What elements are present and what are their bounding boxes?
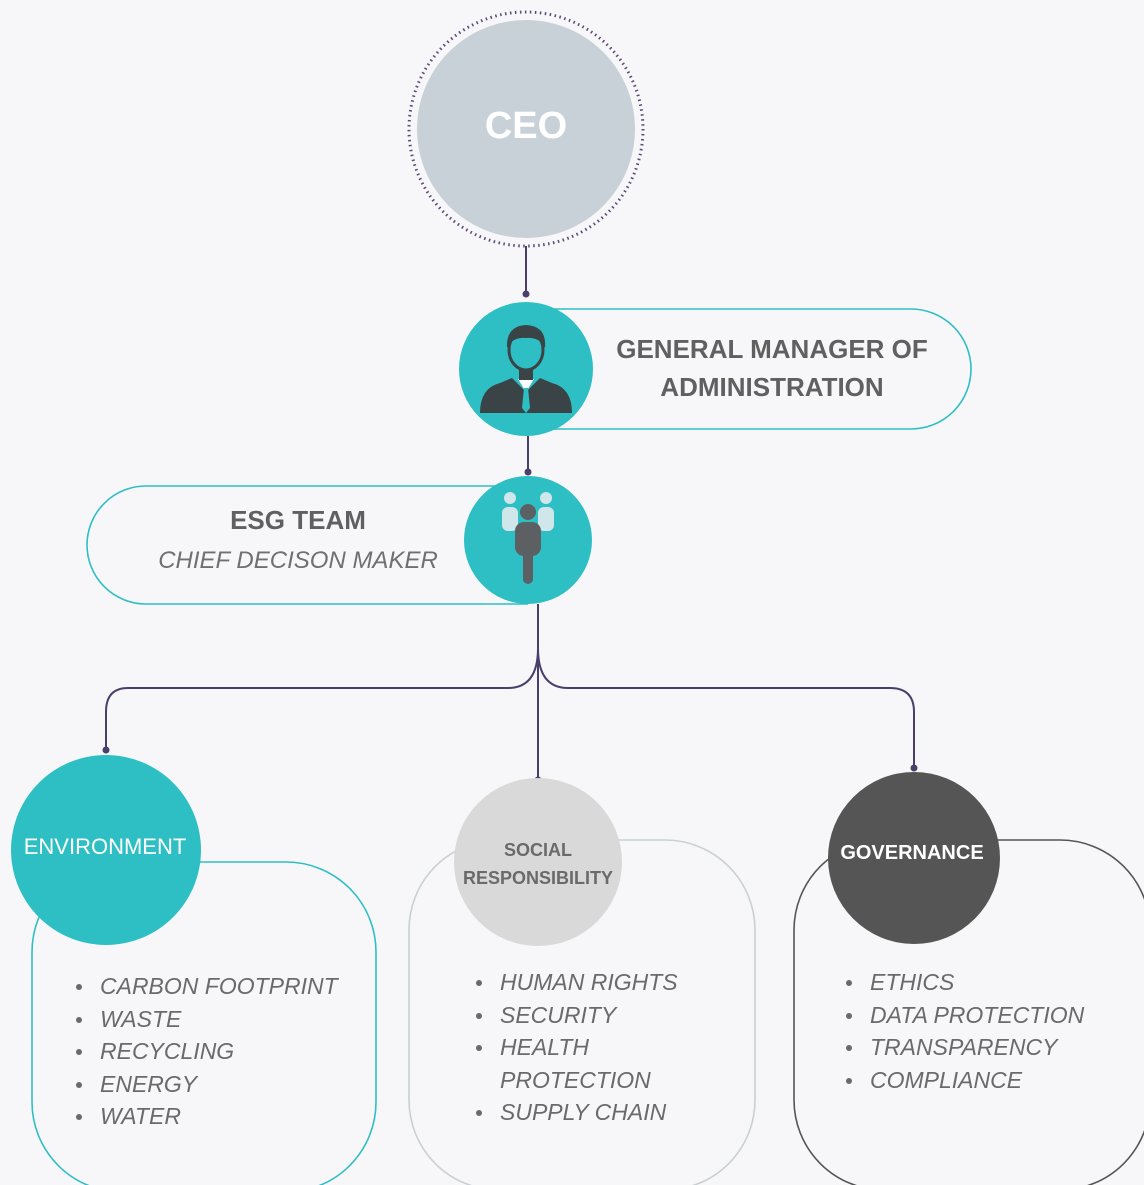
- team-group-icon: [502, 492, 554, 584]
- esg-team-title: ESG TEAM: [230, 505, 366, 535]
- connector-dot: [524, 468, 532, 476]
- list-item: HUMAN RIGHTS: [474, 966, 734, 999]
- governance-label: GOVERNANCE: [840, 842, 984, 864]
- social-label-line1: SOCIAL: [503, 840, 572, 860]
- connector-esg-environment: [105, 647, 539, 748]
- ceo-circle: [417, 20, 635, 238]
- list-item: COMPLIANCE: [844, 1064, 1134, 1097]
- list-item: TRANSPARENCY: [844, 1031, 1134, 1064]
- social-label-line2: RESPONSIBILITY: [462, 868, 614, 888]
- list-item-continuation: PROTECTION: [500, 1066, 651, 1093]
- social-label: SOCIAL RESPONSIBILITY: [440, 836, 636, 892]
- list-item: SUPPLY CHAIN: [474, 1096, 734, 1129]
- environment-label: ENVIRONMENT: [23, 834, 187, 859]
- connector-esg-governance: [537, 647, 915, 766]
- list-item: CARBON FOOTPRINT: [74, 970, 364, 1003]
- connector-dot: [910, 764, 918, 772]
- social-items: HUMAN RIGHTS SECURITY HEALTH PROTECTION …: [474, 966, 734, 1129]
- governance-items: ETHICS DATA PROTECTION TRANSPARENCY COMP…: [844, 966, 1134, 1096]
- gm-pill: [526, 308, 972, 430]
- esg-team-subtitle: CHIEF DECISON MAKER: [158, 547, 438, 574]
- environment-items: CARBON FOOTPRINT WASTE RECYCLING ENERGY …: [74, 970, 364, 1133]
- list-item: ETHICS: [844, 966, 1134, 999]
- list-item: RECYCLING: [74, 1035, 364, 1068]
- general-manager-title: GENERAL MANAGER OF ADMINISTRATION: [592, 330, 952, 406]
- list-item: ENERGY: [74, 1068, 364, 1101]
- list-item: DATA PROTECTION: [844, 999, 1134, 1032]
- connector-dot: [102, 746, 110, 754]
- governance-circle: [828, 772, 1000, 944]
- list-item: WATER: [74, 1100, 364, 1133]
- connector-dot: [522, 290, 530, 298]
- ceo-label: CEO: [484, 105, 568, 147]
- gm-title-line1: GENERAL MANAGER OF: [616, 334, 928, 364]
- list-item: SECURITY: [474, 999, 734, 1032]
- environment-card: [31, 861, 377, 1185]
- social-circle: [454, 778, 622, 946]
- esg-pill: [86, 485, 528, 605]
- gm-title-line2: ADMINISTRATION: [660, 372, 884, 402]
- businessman-icon: [480, 325, 572, 413]
- list-item: HEALTH: [474, 1031, 734, 1064]
- list-item: WASTE: [74, 1003, 364, 1036]
- connectors: [105, 246, 915, 778]
- ceo-outer-ring: [407, 10, 645, 248]
- environment-circle: [11, 755, 201, 945]
